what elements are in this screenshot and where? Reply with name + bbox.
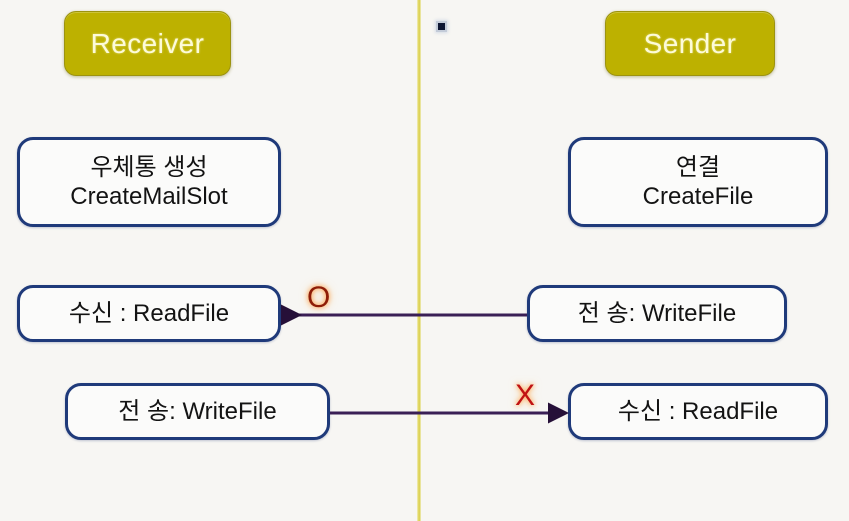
step-box-sender-read[interactable]: 수신 : ReadFile <box>568 383 828 440</box>
blocked-mark-icon: X <box>515 379 536 412</box>
step-box-sender-create[interactable]: 연결 CreateFile <box>568 137 828 227</box>
step-box-receiver-read[interactable]: 수신 : ReadFile <box>17 285 281 342</box>
step-line-api: 수신 : ReadFile <box>68 299 230 327</box>
step-line-api: CreateFile <box>642 183 754 210</box>
role-pill-sender[interactable]: Sender <box>605 11 775 76</box>
role-pill-receiver-label: Receiver <box>90 27 205 59</box>
step-box-receiver-create[interactable]: 우체통 생성 CreateMailSlot <box>17 137 281 227</box>
step-line-api: 전 송: WriteFile <box>577 299 737 327</box>
step-line-api: 전 송: WriteFile <box>118 397 277 425</box>
step-line-korean: 연결 <box>675 153 721 181</box>
step-line-api: 수신 : ReadFile <box>617 397 779 425</box>
step-line-api: CreateMailSlot <box>70 183 228 210</box>
step-box-receiver-write[interactable]: 전 송: WriteFile <box>65 383 330 440</box>
slide-bullet-marker <box>436 21 447 32</box>
center-divider-line <box>417 0 421 521</box>
role-pill-sender-label: Sender <box>643 27 737 59</box>
step-box-sender-write[interactable]: 전 송: WriteFile <box>527 285 787 342</box>
role-pill-receiver[interactable]: Receiver <box>64 11 231 76</box>
step-line-korean: 우체통 생성 <box>90 153 208 181</box>
allowed-mark-icon: O <box>307 281 331 314</box>
